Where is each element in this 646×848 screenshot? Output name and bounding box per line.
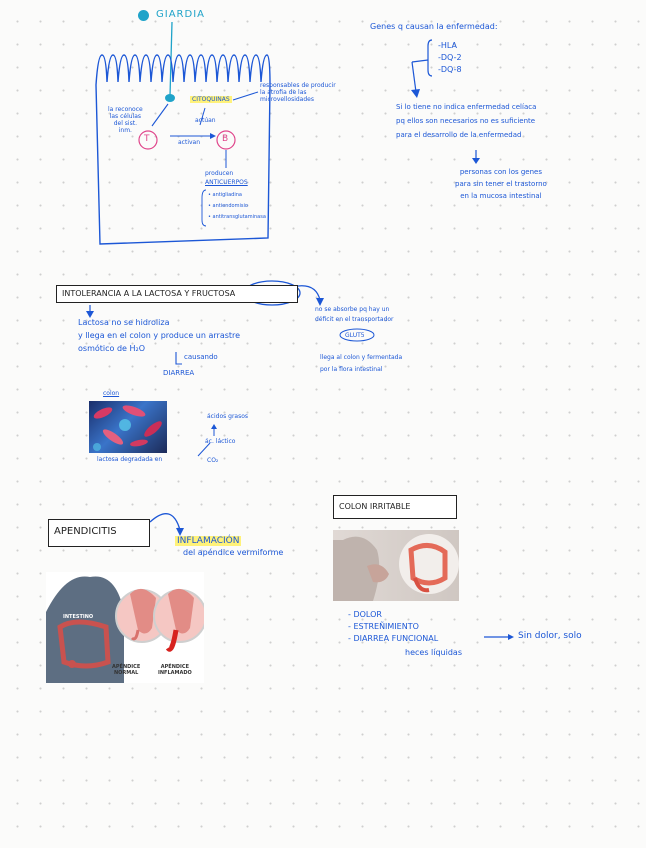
fatty-acids-label: ácidos grasos — [207, 413, 248, 420]
lactose-note: Lactosa no se hidroliza y llega en el co… — [78, 316, 240, 355]
antibodies-label: ANTICUERPOS — [205, 179, 248, 186]
appendicitis-title: APENDICITIS — [48, 519, 150, 547]
antibody-item: • antigliadina — [208, 190, 266, 201]
normal-appendix-label: APÉNDICE NORMAL — [112, 664, 140, 676]
antibody-item: • antitransglutaminasa — [208, 212, 266, 223]
acts-label: actúan — [195, 117, 216, 124]
antibody-item: • antiendomisio — [208, 201, 266, 212]
fructose-note: no se absorbe pq hay un déficit en el tr… — [315, 305, 394, 325]
ibs-title: COLON IRRITABLE — [333, 495, 457, 519]
intestine-label: INTESTINO — [63, 614, 93, 620]
ibs-symptom-item: - ESTREÑIMIENTO — [348, 621, 438, 633]
ibs-symptom-item: - DIARREA FUNCIONAL — [348, 633, 438, 645]
diarrhea-label: DIARREA — [163, 369, 194, 377]
ibs-symptoms: - DOLOR - ESTREÑIMIENTO - DIARREA FUNCIO… — [348, 609, 438, 645]
activate-label: activan — [178, 139, 200, 146]
genes-note: Si lo tiene no indica enfermedad celíaca… — [396, 100, 536, 142]
antibody-list: • antigliadina • antiendomisio • antitra… — [208, 190, 266, 223]
cell-t-label: T — [144, 134, 150, 144]
produce-label: producen — [205, 170, 233, 177]
ibs-symptom-item: - DOLOR — [348, 609, 438, 621]
lactose-degraded-label: lactosa degradada en — [97, 456, 162, 463]
gene-item: -DQ-8 — [438, 64, 462, 76]
lactic-acid-label: ác. láctico — [205, 438, 235, 445]
recognize-cells-note: la reconoce las células del sist. inm. — [108, 106, 143, 134]
cell-b-label: B — [222, 134, 228, 144]
responsible-note: responsables de producir la atrofia de l… — [260, 82, 336, 103]
appendicitis-definition-1: INFLAMACIÓN — [175, 536, 241, 546]
gene-item: -HLA — [438, 40, 462, 52]
ibs-image — [333, 530, 459, 601]
appendicitis-definition-2: del apéndice vermiforme — [183, 548, 283, 557]
glut-label: GLUT5 — [345, 332, 365, 339]
appendicitis-image: INTESTINO APÉNDICE NORMAL APÉNDICE INFLA… — [46, 572, 204, 683]
intolerance-title: INTOLERANCIA A LA LACTOSA Y FRUCTOSA — [56, 285, 298, 303]
co2-label: CO₂ — [207, 457, 218, 464]
ibs-liquid-note: heces líquidas — [405, 648, 462, 657]
inflamed-appendix-label: APÉNDICE INFLAMADO — [158, 664, 192, 676]
causing-label: causando — [184, 353, 218, 361]
gene-item: -DQ-2 — [438, 52, 462, 64]
ibs-painless-note: Sin dolor, solo — [518, 631, 582, 641]
genes-note-2: personas con los genes para sin tener el… — [455, 166, 547, 202]
citoquinas-label: CITOQUINAS — [190, 96, 232, 103]
colon-label: colon — [103, 390, 119, 397]
fructose-note-2: llega al colon y fermentada por la flora… — [320, 352, 402, 376]
genes-title: Genes q causan la enfermedad: — [370, 22, 498, 31]
genes-list: -HLA -DQ-2 -DQ-8 — [438, 40, 462, 76]
colon-bacteria-image — [89, 401, 167, 453]
